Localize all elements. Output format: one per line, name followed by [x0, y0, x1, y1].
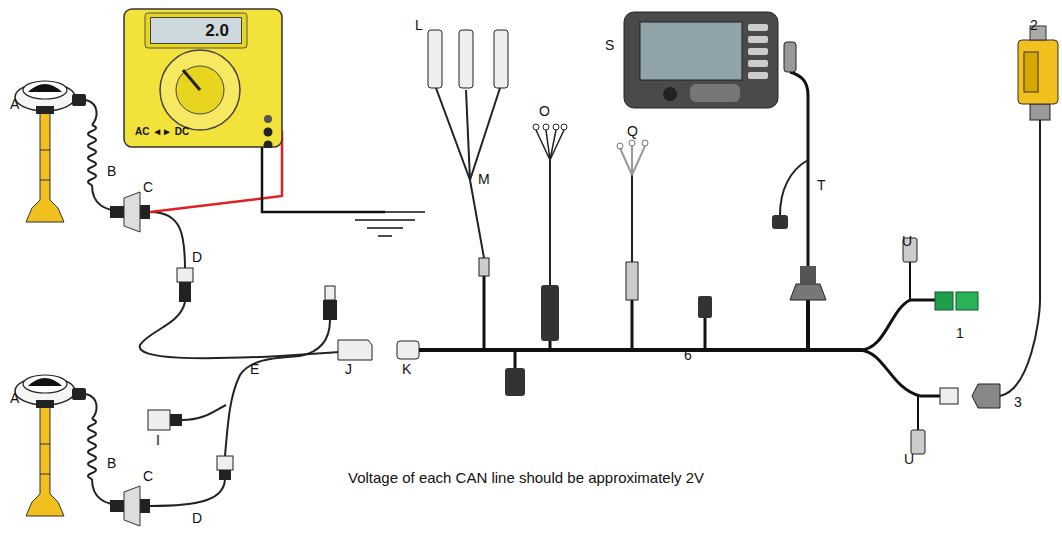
ground-symbol [345, 212, 425, 236]
callout-label: A [10, 391, 19, 405]
callout-label: S [605, 38, 614, 52]
callout-label: L [415, 18, 423, 32]
callout-label: 1 [956, 326, 964, 340]
callout-label: C [143, 469, 153, 483]
meter-reading: 2.0 [205, 21, 229, 41]
callout-label: A [10, 97, 19, 111]
controller [1018, 40, 1058, 104]
display-unit [624, 12, 778, 108]
callout-label: 2 [1030, 18, 1038, 32]
callout-label: I [156, 433, 160, 447]
callout-label: K [402, 362, 411, 376]
meter-display: 2.0 [150, 17, 242, 44]
note-text: Voltage of each CAN line should be appro… [348, 470, 704, 485]
callout-label: 6 [684, 348, 692, 362]
callout-label: Q [627, 124, 638, 138]
callout-label: O [539, 104, 550, 118]
callout-label: B [107, 456, 116, 470]
multimeter: AC ◄► DC 2.0 [123, 8, 283, 148]
cable [150, 212, 185, 270]
callout-label: C [143, 180, 153, 194]
callout-label: E [250, 362, 259, 376]
meter-mode-text: AC ◄► DC [135, 126, 189, 137]
callout-label: U [902, 234, 912, 248]
callout-label: M [478, 172, 490, 186]
callout-label: D [192, 511, 202, 525]
callout-label: B [107, 164, 116, 178]
callout-label: J [345, 362, 352, 376]
callout-label: U [904, 452, 914, 466]
callout-label: 3 [1014, 395, 1022, 409]
callout-label: D [192, 250, 202, 264]
gps-receiver [15, 375, 150, 526]
callout-label: T [817, 178, 826, 192]
black-lead [262, 145, 385, 212]
